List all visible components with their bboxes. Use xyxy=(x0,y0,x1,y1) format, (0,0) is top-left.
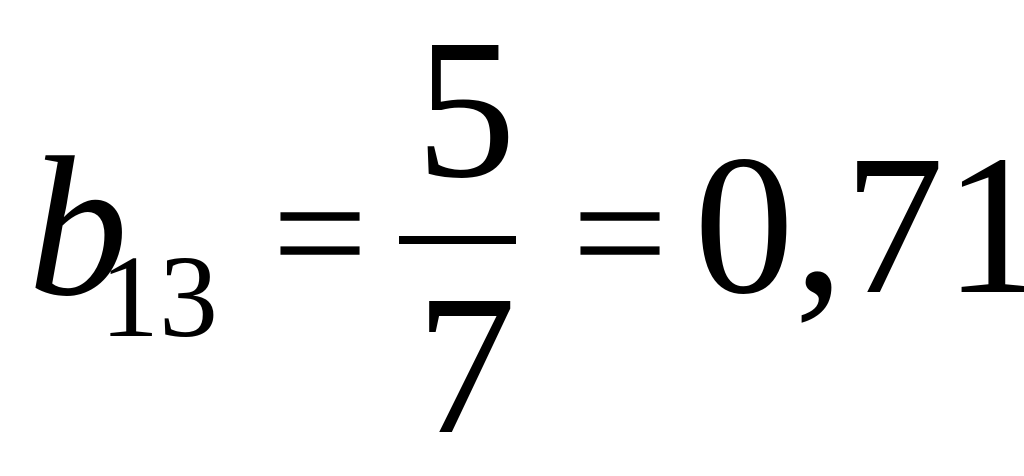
variable-b: b xyxy=(28,117,128,338)
subscript: 13 xyxy=(100,231,218,362)
equals-sign-2: = xyxy=(572,139,668,327)
fraction-bar xyxy=(399,236,516,244)
result-value: 0,71 xyxy=(694,115,1024,336)
equals-sign-1: = xyxy=(272,139,368,327)
fraction-numerator: 5 xyxy=(416,0,516,220)
fraction-denominator: 7 xyxy=(416,255,516,476)
